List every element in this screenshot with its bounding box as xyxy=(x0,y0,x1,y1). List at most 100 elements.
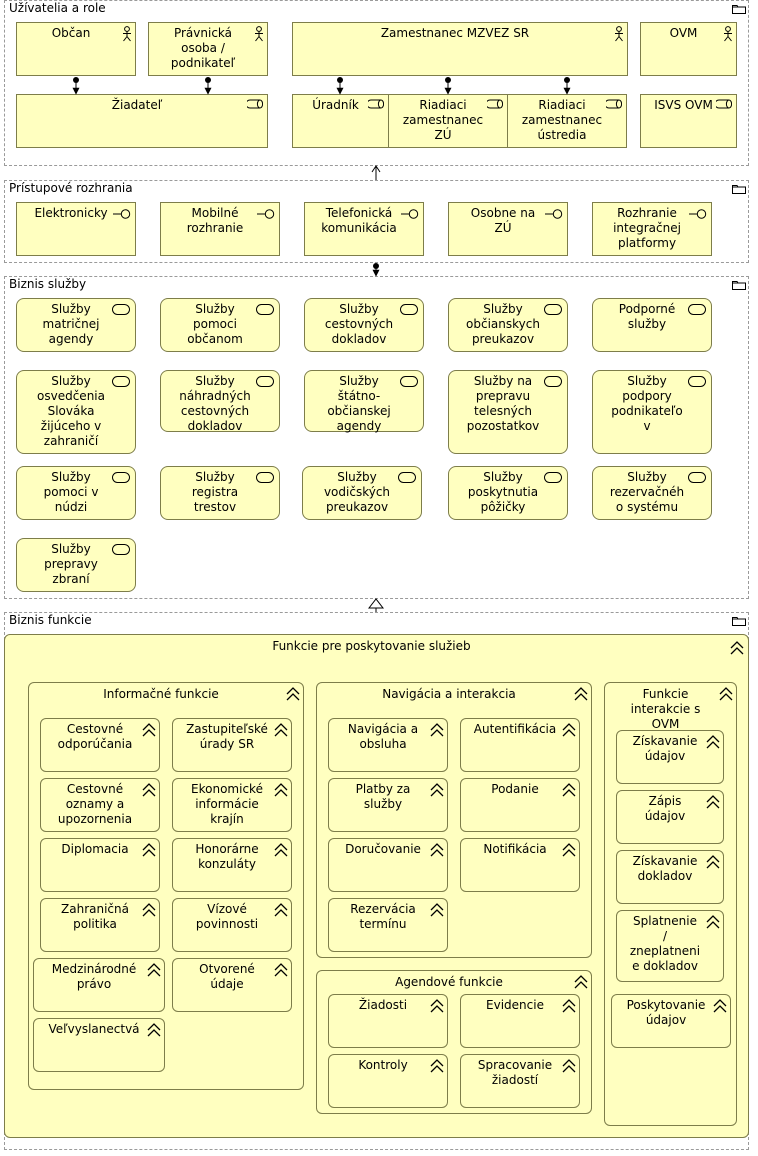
service-label: Služby vodičských preukazov xyxy=(323,470,391,514)
service-icon xyxy=(112,472,130,483)
function-label: Medzinárodné právo xyxy=(51,962,137,991)
service-box[interactable]: Služby prepravy zbraní xyxy=(16,538,136,592)
interface-icon xyxy=(401,209,419,219)
service-icon xyxy=(544,376,562,387)
function-box[interactable]: Cestovné odporúčania xyxy=(40,718,160,772)
service-icon xyxy=(544,472,562,483)
role-applicant[interactable]: Žiadateľ xyxy=(16,94,268,148)
function-icon xyxy=(574,687,588,701)
service-label: Služby cestovných dokladov xyxy=(324,302,394,346)
function-label: Otvorené údaje xyxy=(199,962,255,991)
interface-icon xyxy=(689,209,707,219)
function-box[interactable]: Honorárne konzuláty xyxy=(172,838,292,892)
function-icon xyxy=(142,783,156,797)
interface-phone[interactable]: Telefonická komunikácia xyxy=(304,202,424,256)
function-label: Navigácia a obsluha xyxy=(347,722,419,751)
function-box[interactable]: Získavanie údajov xyxy=(616,730,724,784)
function-icon xyxy=(142,843,156,857)
service-box[interactable]: Služby vodičských preukazov xyxy=(302,466,422,520)
interface-integration-platform[interactable]: Rozhranie integračnej platformy xyxy=(592,202,712,256)
function-label: Podanie xyxy=(491,782,539,796)
role-manager-zu[interactable]: Riadiaci zamestnanec ZÚ xyxy=(388,94,508,148)
actor-legal-person[interactable]: Právnická osoba / podnikateľ xyxy=(148,22,268,76)
function-label: Navigácia a interakcia xyxy=(382,687,516,701)
service-box[interactable]: Služby rezervačnéh o systému xyxy=(592,466,712,520)
function-icon xyxy=(142,723,156,737)
group-title: Užívatelia a role xyxy=(9,1,106,15)
role-label: ISVS OVM xyxy=(654,98,713,112)
service-box[interactable]: Služby štátno- občianskej agendy xyxy=(304,370,424,433)
actor-label: Zamestnanec MZVEZ SR xyxy=(380,26,530,40)
service-label: Služby rezervačnéh o systému xyxy=(609,470,685,514)
function-box[interactable]: Medzinárodné právo xyxy=(33,958,165,1012)
function-box[interactable]: Zastupiteľské úrady SR xyxy=(172,718,292,772)
function-box[interactable]: Autentifikácia xyxy=(460,718,580,772)
service-box[interactable]: Služby osvedčenia Slováka žijúceho v zah… xyxy=(16,370,136,454)
service-icon xyxy=(398,472,416,483)
function-icon xyxy=(574,975,588,989)
service-label: Služby matričnej agendy xyxy=(42,302,100,346)
service-label: Služby pomoci v núdzi xyxy=(43,470,99,514)
function-box[interactable]: Diplomacia xyxy=(40,838,160,892)
role-official[interactable]: Úradník xyxy=(292,94,389,148)
service-box[interactable]: Služby náhradných cestovných dokladov xyxy=(160,370,280,433)
function-box[interactable]: Zápis údajov xyxy=(616,790,724,844)
interface-mobile[interactable]: Mobilné rozhranie xyxy=(160,202,280,256)
function-label: Získavanie údajov xyxy=(632,734,698,763)
service-box[interactable]: Služby podpory podnikateľo v xyxy=(592,370,712,454)
function-box[interactable]: Cestovné oznamy a upozornenia xyxy=(40,778,160,832)
interface-electronic[interactable]: Elektronicky xyxy=(16,202,136,256)
role-isvs-ovm[interactable]: ISVS OVM xyxy=(640,94,737,148)
function-label: Diplomacia xyxy=(61,842,129,856)
service-box[interactable]: Služby na prepravu telesných pozostatkov xyxy=(448,370,568,454)
function-icon xyxy=(706,735,720,749)
actor-icon xyxy=(122,26,132,42)
function-box[interactable]: Evidencie xyxy=(460,994,580,1048)
function-box[interactable]: Poskytovanie údajov xyxy=(611,994,731,1048)
group-access-interfaces: Prístupové rozhrania xyxy=(4,180,749,263)
function-icon xyxy=(430,1059,444,1073)
actor-ovm[interactable]: OVM xyxy=(640,22,737,76)
function-label: Honorárne konzuláty xyxy=(195,842,259,871)
service-box[interactable]: Služby registra trestov xyxy=(160,466,280,520)
function-box[interactable]: Vízové povinnosti xyxy=(172,898,292,952)
actor-employee[interactable]: Zamestnanec MZVEZ SR xyxy=(292,22,628,76)
function-box[interactable]: Notifikácia xyxy=(460,838,580,892)
function-box[interactable]: Podanie xyxy=(460,778,580,832)
function-box[interactable]: Navigácia a obsluha xyxy=(328,718,448,772)
function-box[interactable]: Doručovanie xyxy=(328,838,448,892)
role-icon xyxy=(487,99,503,109)
function-box[interactable]: Veľvyslanectvá xyxy=(33,1018,165,1072)
service-box[interactable]: Služby cestovných dokladov xyxy=(304,298,424,352)
function-label: Doručovanie xyxy=(345,842,421,856)
role-icon xyxy=(247,99,263,109)
function-icon xyxy=(730,641,744,655)
service-box[interactable]: Služby poskytnutia pôžičky xyxy=(448,466,568,520)
function-box[interactable]: Rezervácia termínu xyxy=(328,898,448,952)
role-label: Riadiaci zamestnanec ZÚ xyxy=(402,98,484,142)
function-box[interactable]: Platby za služby xyxy=(328,778,448,832)
service-box[interactable]: Služby pomoci v núdzi xyxy=(16,466,136,520)
service-icon xyxy=(400,376,418,387)
service-box[interactable]: Služby matričnej agendy xyxy=(16,298,136,352)
service-box[interactable]: Podporné služby xyxy=(592,298,712,352)
function-box[interactable]: Žiadosti xyxy=(328,994,448,1048)
function-icon xyxy=(430,783,444,797)
service-box[interactable]: Služby pomoci občanom xyxy=(160,298,280,352)
function-box[interactable]: Kontroly xyxy=(328,1054,448,1108)
interface-label: Rozhranie integračnej platformy xyxy=(613,206,681,250)
function-box[interactable]: Otvorené údaje xyxy=(172,958,292,1012)
function-icon xyxy=(706,915,720,929)
function-box[interactable]: Zahraničná politika xyxy=(40,898,160,952)
role-manager-hq[interactable]: Riadiaci zamestnanec ústredia xyxy=(507,94,627,148)
function-box[interactable]: Ekonomické informácie krajín xyxy=(172,778,292,832)
service-icon xyxy=(688,304,706,315)
function-label: Kontroly xyxy=(358,1058,408,1072)
function-box[interactable]: Získavanie dokladov xyxy=(616,850,724,904)
function-label: Vízové povinnosti xyxy=(195,902,259,931)
interface-in-person[interactable]: Osobne na ZÚ xyxy=(448,202,568,256)
service-box[interactable]: Služby občianskych preukazov xyxy=(448,298,568,352)
actor-citizen[interactable]: Občan xyxy=(16,22,136,76)
function-box[interactable]: Spracovanie žiadostí xyxy=(460,1054,580,1108)
function-box[interactable]: Splatnenie / zneplatneni e dokladov xyxy=(616,910,724,982)
